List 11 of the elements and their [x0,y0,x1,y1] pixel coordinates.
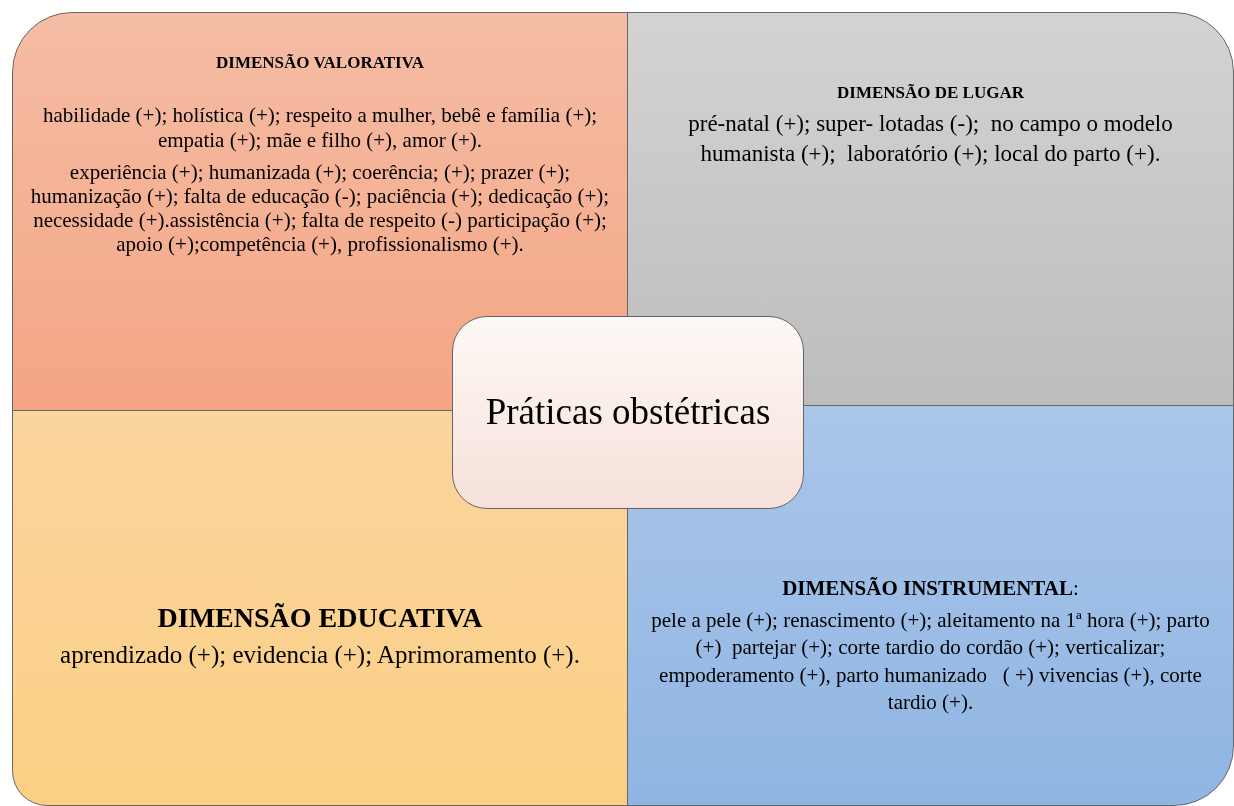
panel-text: habilidade (+); holística (+); respeito a mulher, bebê e família (+); empatia (+); mãe e filho (+), amor (+). [41,103,599,152]
panel-text: experiência (+); humanizada (+); coerência; (+); prazer (+); humanização (+); falta de educação (-); paciência (+); dedicação (+); necessidade (+).assistência (+); falta de respeito (-) participação (+); apoio (+);competência (+), profissionalismo (+). [29,159,611,257]
panel-text: pele a pele (+); renascimento (+); aleitamento na 1ª hora (+); parto (+) partejar (+); corte tardio do cordão (+); verticalizar; empoderamento (+), parto humanizado ( +) vivencias (+), corte tardio (+). [650,607,1211,717]
panel-text: pré-natal (+); super- lotadas (-); no campo o modelo humanista (+); laboratório (+); local do parto (+). [687,110,1174,169]
central-box [452,316,804,509]
panel-heading: DIMENSÃO EDUCATIVA [157,601,483,635]
panel-heading: DIMENSÃO VALORATIVA [216,53,424,74]
panel-heading: DIMENSÃO DE LUGAR [837,83,1024,104]
panel-heading: DIMENSÃO INSTRUMENTAL: [782,576,1079,602]
node-label: Práticas obstétricas [485,391,771,434]
panel-text: aprendizado (+); evidencia (+); Aprimoramento (+). [60,640,580,670]
